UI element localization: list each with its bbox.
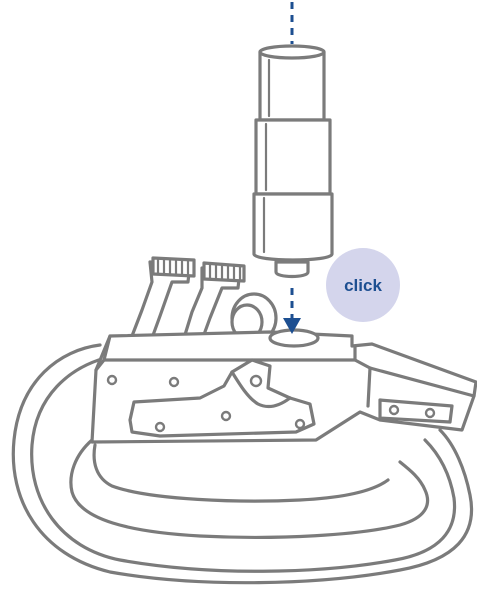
click-badge-label: click bbox=[344, 276, 382, 295]
socket-target bbox=[270, 330, 318, 346]
latch-left bbox=[132, 258, 194, 338]
insertion-guide-arrow bbox=[283, 288, 301, 334]
housing-body bbox=[92, 332, 476, 442]
click-badge: click bbox=[326, 248, 400, 322]
cylinder-insert bbox=[254, 46, 332, 277]
